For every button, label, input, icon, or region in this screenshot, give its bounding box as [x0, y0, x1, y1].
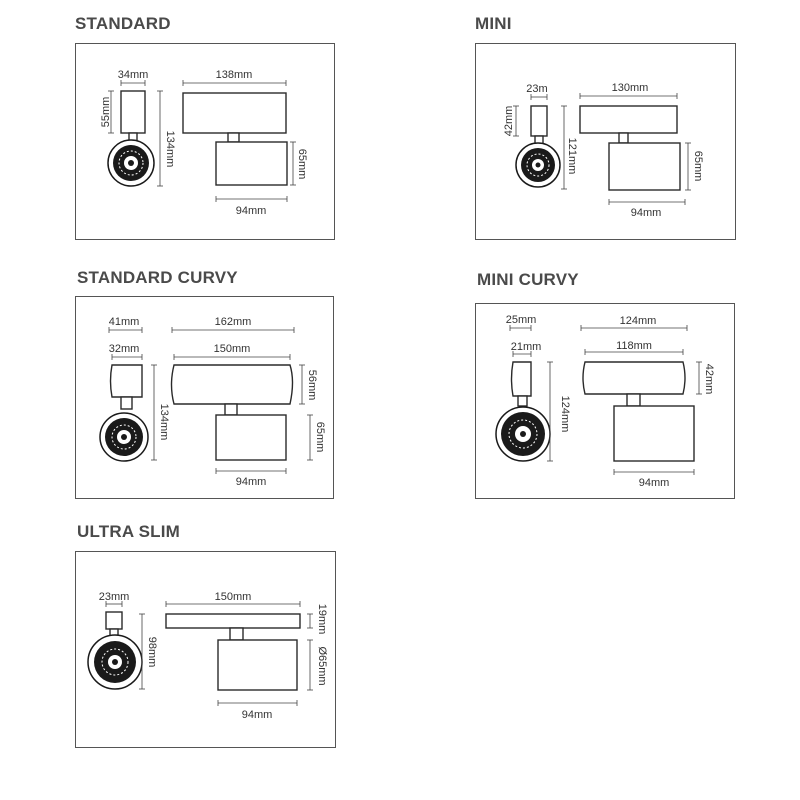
body-stem — [227, 132, 240, 143]
dim-body-height: 19mm — [316, 604, 328, 635]
drawing-mini: 23m 42mm 130mm 121mm 65mm 94mm — [503, 82, 704, 219]
drawing-ultra-slim: 23mm 150mm 98mm 19mm Ø65mm 94mm — [87, 591, 328, 721]
diagram-ultra-slim: 23mm 150mm 98mm 19mm Ø65mm 94mm — [75, 551, 336, 748]
side-head — [109, 364, 143, 398]
dim-total-height: 124mm — [559, 396, 571, 433]
dim-outer-width: 41mm — [109, 316, 140, 328]
dim-can-width: 94mm — [236, 205, 267, 217]
dim-head-width: 23mm — [99, 591, 130, 603]
lamp-can — [215, 414, 287, 461]
drawing-standard-curvy: 41mm 32mm 162mm 150mm 56mm 134mm 65mm 94… — [99, 316, 326, 488]
dim-total-height: 134mm — [164, 131, 176, 168]
title-standard-curvy: STANDARD CURVY — [77, 268, 238, 287]
dim-body-width: 118mm — [616, 340, 652, 352]
body-stem — [618, 132, 629, 144]
side-head — [120, 90, 146, 134]
title-ultra-slim: ULTRA SLIM — [77, 522, 181, 541]
dim-head-width: 21mm — [511, 341, 542, 353]
dim-head-height: 42mm — [503, 106, 515, 137]
dim-can-height: 65mm — [296, 149, 308, 180]
lamp-can — [215, 141, 288, 186]
lamp-front-icon — [107, 139, 155, 187]
dim-can-height: 65mm — [314, 422, 326, 453]
side-head — [530, 105, 548, 137]
dim-can-height: 65mm — [692, 151, 704, 182]
dim-body-height: 42mm — [703, 364, 715, 395]
lamp-front-icon — [87, 634, 143, 690]
body-rail — [165, 613, 301, 629]
dim-total-height: 98mm — [146, 637, 158, 668]
lamp-can — [613, 405, 695, 462]
dim-body-width: 130mm — [612, 82, 649, 94]
body-rail — [170, 364, 294, 405]
diagram-mini: 23m 42mm 130mm 121mm 65mm 94mm — [475, 43, 736, 240]
dim-body-height: 56mm — [306, 370, 318, 401]
body-stem — [229, 627, 244, 641]
dim-head-width: 32mm — [109, 343, 140, 355]
dim-outer-width: 25mm — [506, 314, 537, 326]
body-rail — [579, 105, 678, 134]
dim-head-height: 55mm — [100, 97, 112, 128]
body-stem — [224, 403, 238, 416]
lamp-can — [217, 639, 298, 691]
title-standard: STANDARD — [75, 14, 171, 33]
dim-body-width: 150mm — [214, 343, 251, 355]
dim-can-diameter: Ø65mm — [316, 646, 328, 685]
side-stem — [120, 396, 133, 410]
dim-head-width: 34mm — [118, 69, 149, 81]
dim-can-width: 94mm — [242, 709, 273, 721]
title-mini: MINI — [475, 14, 512, 33]
body-rail — [182, 92, 287, 134]
dim-body-outer-width: 162mm — [215, 316, 252, 328]
dim-can-width: 94mm — [236, 476, 267, 488]
diagram-standard-curvy: 41mm 32mm 162mm 150mm 56mm 134mm 65mm 94… — [75, 296, 334, 499]
side-stem — [517, 395, 528, 407]
lamp-front-icon — [495, 406, 551, 462]
dim-head-width: 23m — [526, 83, 547, 95]
lamp-front-icon — [515, 142, 561, 188]
title-mini-curvy: MINI CURVY — [477, 270, 579, 289]
diagram-standard: 34mm 55mm 138mm 134mm 65mm 94mm — [75, 43, 335, 240]
drawing-mini-curvy: 25mm 21mm 124mm 118mm 42mm 124mm 94mm — [495, 314, 715, 489]
diagram-mini-curvy: 25mm 21mm 124mm 118mm 42mm 124mm 94mm — [475, 303, 735, 499]
body-rail — [582, 361, 686, 395]
lamp-can — [608, 142, 681, 191]
body-stem — [626, 393, 641, 407]
side-head — [510, 361, 532, 397]
dim-body-width: 150mm — [215, 591, 252, 603]
dim-can-width: 94mm — [631, 207, 662, 219]
dim-body-outer-width: 124mm — [620, 315, 657, 327]
side-head — [105, 611, 123, 630]
dim-total-height: 121mm — [566, 138, 578, 175]
dim-total-height: 134mm — [158, 404, 170, 441]
lamp-front-icon — [99, 412, 149, 462]
drawing-standard: 34mm 55mm 138mm 134mm 65mm 94mm — [100, 69, 308, 217]
dim-body-width: 138mm — [216, 69, 253, 81]
dim-can-width: 94mm — [639, 477, 670, 489]
